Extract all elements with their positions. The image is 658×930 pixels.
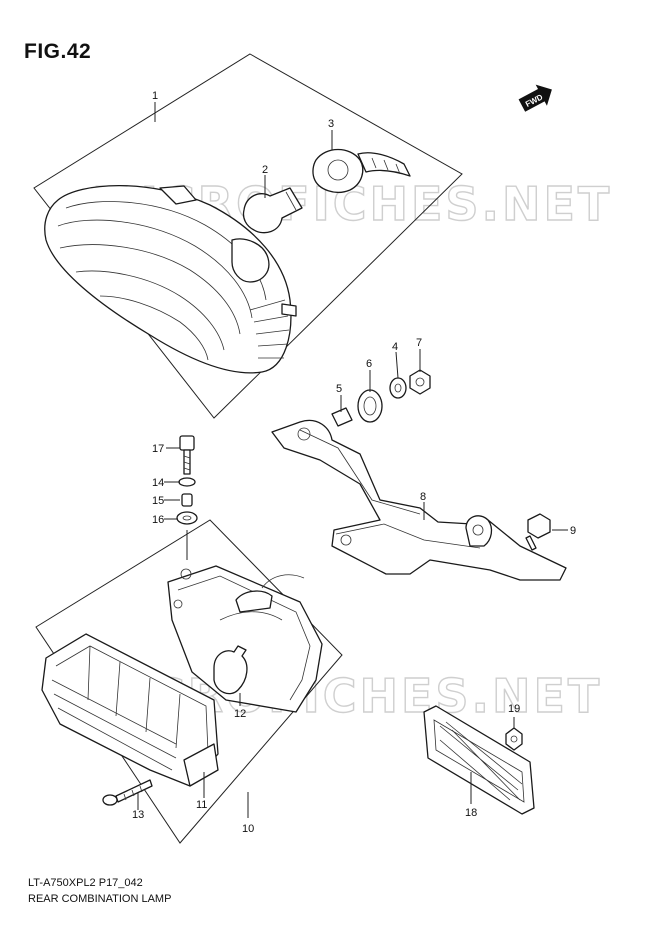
socket-3 <box>312 148 411 193</box>
callout-2: 2 <box>262 164 268 176</box>
tail-lamp-assembly <box>44 185 297 374</box>
assembly-10-frame <box>35 519 343 844</box>
bulb-12 <box>213 645 248 695</box>
washer-14 <box>178 477 196 487</box>
screw-13 <box>102 779 153 806</box>
callout-11: 11 <box>196 799 207 811</box>
figure-title: FIG.42 <box>24 40 92 63</box>
collar-5 <box>331 407 353 427</box>
callout-15: 15 <box>152 495 164 507</box>
nut-19 <box>505 727 523 751</box>
leader-lines <box>137 102 568 818</box>
bolt-9 <box>525 513 551 551</box>
washer-4 <box>389 377 407 399</box>
collar-15 <box>181 493 193 507</box>
grommet-6 <box>357 389 383 423</box>
grommet-16 <box>176 511 198 525</box>
lamp-housing-10 <box>167 565 323 713</box>
assembly-1-frame <box>33 53 463 419</box>
callout-4: 4 <box>392 341 398 353</box>
nut-7 <box>409 369 431 395</box>
bulb-2 <box>242 187 303 234</box>
lens-11 <box>41 633 219 787</box>
callout-13: 13 <box>132 809 144 821</box>
callout-1: 1 <box>152 90 158 102</box>
callout-3: 3 <box>328 118 334 130</box>
bolt-17 <box>179 435 195 475</box>
callout-16: 16 <box>152 514 164 526</box>
callout-5: 5 <box>336 383 342 395</box>
callout-6: 6 <box>366 358 372 370</box>
fwd-arrow-icon: FWD <box>518 84 552 112</box>
callout-19: 19 <box>508 703 520 715</box>
callout-12: 12 <box>234 708 246 720</box>
bracket-8 <box>271 419 567 581</box>
diagram-caption: REAR COMBINATION LAMP <box>28 893 172 905</box>
diagram-code: LT-A750XPL2 P17_042 <box>28 877 143 889</box>
reflector-18 <box>423 705 535 815</box>
callout-8: 8 <box>420 491 426 503</box>
callout-7: 7 <box>416 337 422 349</box>
callout-18: 18 <box>465 807 477 819</box>
callout-14: 14 <box>152 477 164 489</box>
callout-9: 9 <box>570 525 576 537</box>
callout-17: 17 <box>152 443 164 455</box>
callout-10: 10 <box>242 823 254 835</box>
